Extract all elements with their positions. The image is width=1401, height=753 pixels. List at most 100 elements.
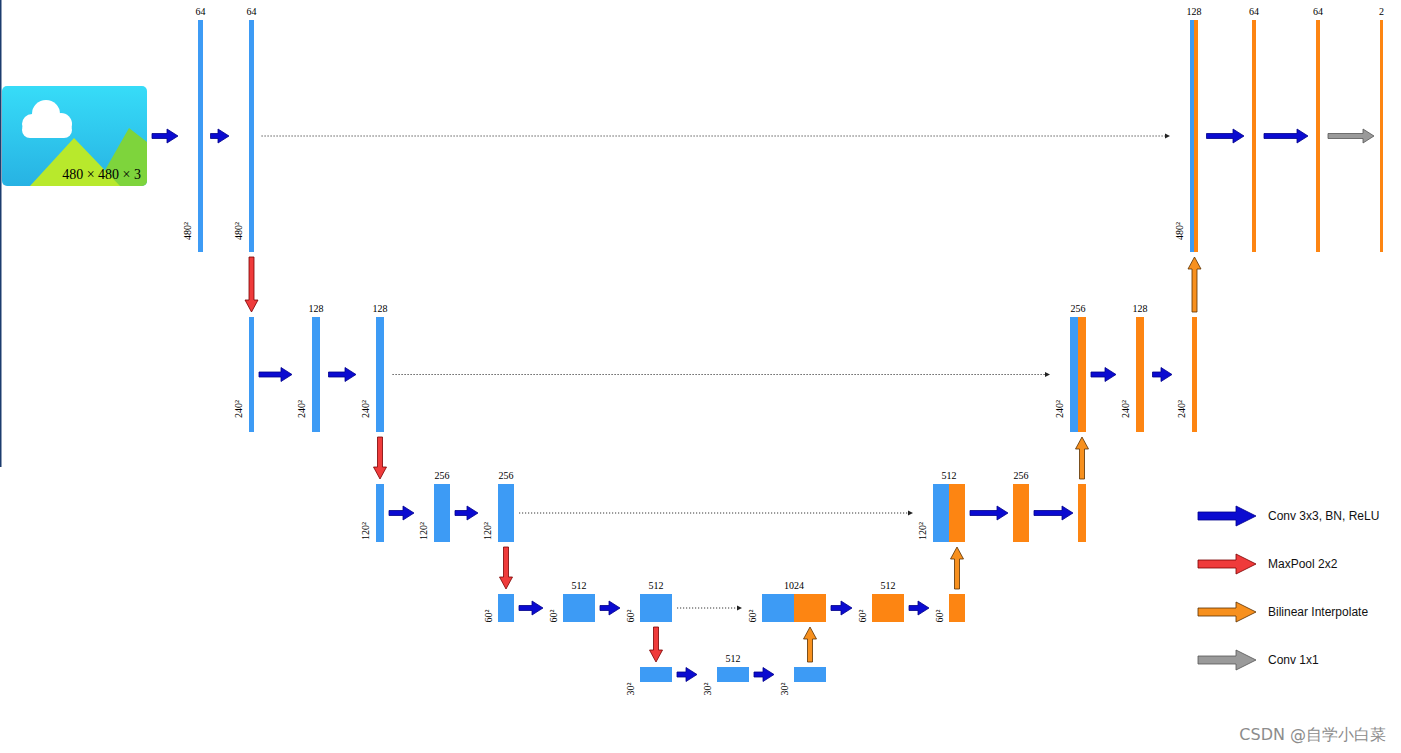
conv-arrow — [152, 129, 178, 143]
feature-map: 64 — [1313, 7, 1323, 252]
arrow-body — [831, 601, 852, 615]
maxpool-arrow — [650, 627, 663, 662]
channel-count: 2 — [1379, 7, 1384, 17]
maxpool-arrow — [374, 437, 387, 479]
feature-map: 512 30² — [702, 654, 749, 695]
spatial-size: 120² — [361, 522, 371, 540]
feature-bar — [249, 317, 254, 432]
spatial-size: 60² — [857, 609, 867, 622]
spatial-size: 240² — [234, 400, 244, 418]
arrow-head — [737, 605, 742, 610]
arrow-body — [1207, 129, 1245, 143]
channel-count: 256 — [1071, 304, 1086, 314]
arrow-body — [909, 601, 929, 615]
skip-line — [677, 608, 738, 609]
channel-count: 512 — [726, 654, 741, 664]
feature-map: 512120² — [918, 471, 965, 542]
watermark: CSDN @自学小白菜 — [1239, 725, 1386, 745]
skip-connection — [677, 605, 742, 610]
feature-map: 120² — [361, 484, 384, 542]
feature-map: 30² — [625, 667, 672, 695]
spatial-size: 60² — [483, 609, 493, 622]
arrow-body — [650, 627, 663, 662]
feature-bar — [794, 667, 826, 682]
arrow-head — [1165, 133, 1170, 138]
feature-bar — [312, 317, 320, 432]
conv-arrow — [1091, 368, 1116, 382]
feature-bar — [198, 20, 203, 252]
conv-arrow — [211, 129, 230, 143]
spatial-size: 480² — [234, 222, 244, 240]
arrow-body — [1328, 129, 1374, 143]
channel-count: 1024 — [784, 581, 804, 591]
channel-count: 512 — [572, 581, 587, 591]
spatial-size: 480² — [183, 222, 193, 240]
spatial-size: 30² — [779, 682, 789, 695]
arrow-head — [908, 510, 913, 515]
upsample-arrow — [1188, 257, 1201, 312]
feature-bar — [640, 667, 672, 682]
conv-arrow — [909, 601, 929, 615]
legend-label: Conv 1x1 — [1268, 650, 1319, 670]
conv-arrow — [600, 601, 620, 615]
feature-map: 30² — [779, 667, 826, 695]
feature-map: 2 — [1379, 7, 1384, 252]
arrow-body — [389, 506, 414, 520]
feature-bar — [640, 594, 672, 622]
legend-label: Conv 3x3, BN, ReLU — [1268, 506, 1379, 526]
arrow-body — [600, 601, 620, 615]
arrow-body — [1188, 257, 1201, 312]
conv-arrow — [1153, 368, 1173, 382]
conv1x1-arrow — [1328, 129, 1374, 143]
conv-arrow — [754, 668, 774, 682]
feature-bar — [933, 484, 965, 542]
feature-map: 240² — [1177, 317, 1197, 432]
feature-map: 51260² — [625, 581, 672, 622]
arrow-body — [259, 368, 292, 382]
arrow-body — [951, 547, 964, 589]
feature-map: 60² — [934, 594, 965, 622]
channel-count: 128 — [1133, 304, 1148, 314]
skip-line — [519, 513, 909, 514]
arrow-body — [455, 506, 478, 520]
spatial-size: 240² — [1055, 400, 1065, 418]
feature-map: 60² — [483, 594, 514, 622]
spatial-size: 240² — [297, 400, 307, 418]
arrow-body — [500, 547, 513, 589]
feature-bar — [949, 594, 965, 622]
feature-bar — [1252, 20, 1256, 252]
upsample-arrow — [804, 627, 817, 662]
spatial-size: 30² — [625, 682, 635, 695]
spatial-size: 30² — [702, 682, 712, 695]
conv-arrow — [455, 506, 478, 520]
edge-line — [0, 0, 2, 467]
feature-map — [1078, 484, 1086, 542]
arrow-body — [1153, 368, 1173, 382]
feature-map: 128 240² — [1121, 304, 1148, 432]
feature-bar — [434, 484, 450, 542]
feature-bar — [1136, 317, 1144, 432]
feature-bar — [872, 594, 904, 622]
arrow-body — [1264, 129, 1308, 143]
feature-map: 240² — [234, 317, 254, 432]
skip-line — [393, 374, 1047, 375]
channel-count: 64 — [196, 7, 206, 17]
channel-count: 256 — [435, 471, 450, 481]
feature-map: 64480² — [234, 7, 257, 252]
arrow-body — [211, 129, 230, 143]
conv-arrow — [259, 368, 292, 382]
upsample-arrow — [951, 547, 964, 589]
feature-bar — [1190, 20, 1198, 252]
feature-map: 256120² — [483, 471, 514, 542]
channel-count: 128 — [309, 304, 324, 314]
conv-arrow — [1264, 129, 1308, 143]
legend-arrow — [1198, 506, 1256, 670]
upsample-arrow — [1076, 437, 1089, 479]
feature-bar — [1070, 317, 1086, 432]
conv-arrow — [1207, 129, 1245, 143]
arrow-body — [970, 506, 1008, 520]
feature-map: 51260² — [548, 581, 595, 622]
spatial-size: 240² — [1121, 400, 1131, 418]
feature-bar — [376, 317, 384, 432]
conv-arrow — [389, 506, 414, 520]
